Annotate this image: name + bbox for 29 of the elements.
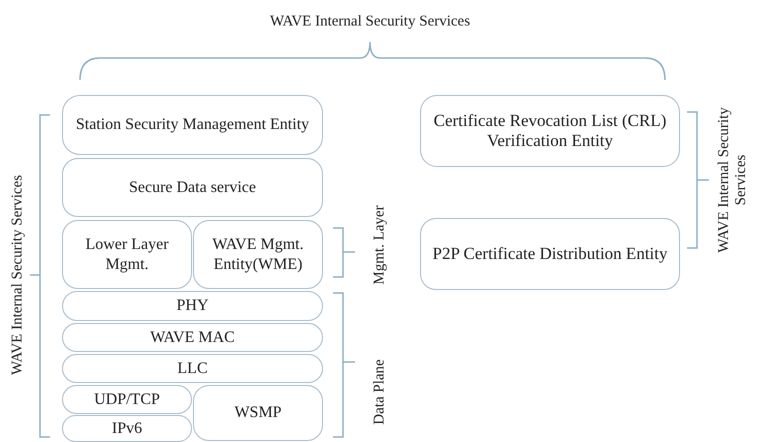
box-text: UDP/TCP — [94, 390, 160, 410]
layer-box — [62, 323, 323, 352]
layer-box — [420, 218, 680, 290]
layer-box — [193, 220, 323, 289]
layer-box — [62, 291, 323, 321]
bracket-label: WAVE Internal Security Services — [9, 174, 26, 376]
box-text: Certificate Revocation List (CRL) Verification Entity — [432, 110, 668, 152]
box-text: WAVE Mgmt. Entity(WME) — [211, 235, 305, 274]
layer-box — [62, 385, 192, 414]
box-text: WAVE MAC — [150, 328, 235, 348]
bracket-label: Data Plane — [371, 359, 388, 425]
layer-box — [62, 354, 323, 383]
box-text: Station Security Management Entity — [76, 115, 310, 135]
box-text: P2P Certificate Distribution Entity — [432, 244, 668, 264]
bracket-label: WAVE Internal Security Services — [270, 13, 470, 31]
box-text: PHY — [176, 296, 208, 316]
layer-box — [420, 95, 680, 167]
box-text: Secure Data service — [128, 178, 256, 198]
bracket-label: Mgmt. Layer — [371, 205, 388, 285]
box-text: Lower Layer Mgmt. — [84, 235, 170, 274]
layer-box — [62, 220, 192, 289]
layer-box — [62, 95, 323, 155]
bracket-label: WAVE Internal Security Services — [716, 106, 750, 255]
layer-box — [62, 415, 192, 442]
box-text: IPv6 — [112, 418, 142, 438]
box-text: LLC — [177, 358, 208, 378]
layer-box — [62, 158, 323, 217]
box-text: WSMP — [234, 403, 282, 423]
layer-box — [193, 385, 323, 441]
